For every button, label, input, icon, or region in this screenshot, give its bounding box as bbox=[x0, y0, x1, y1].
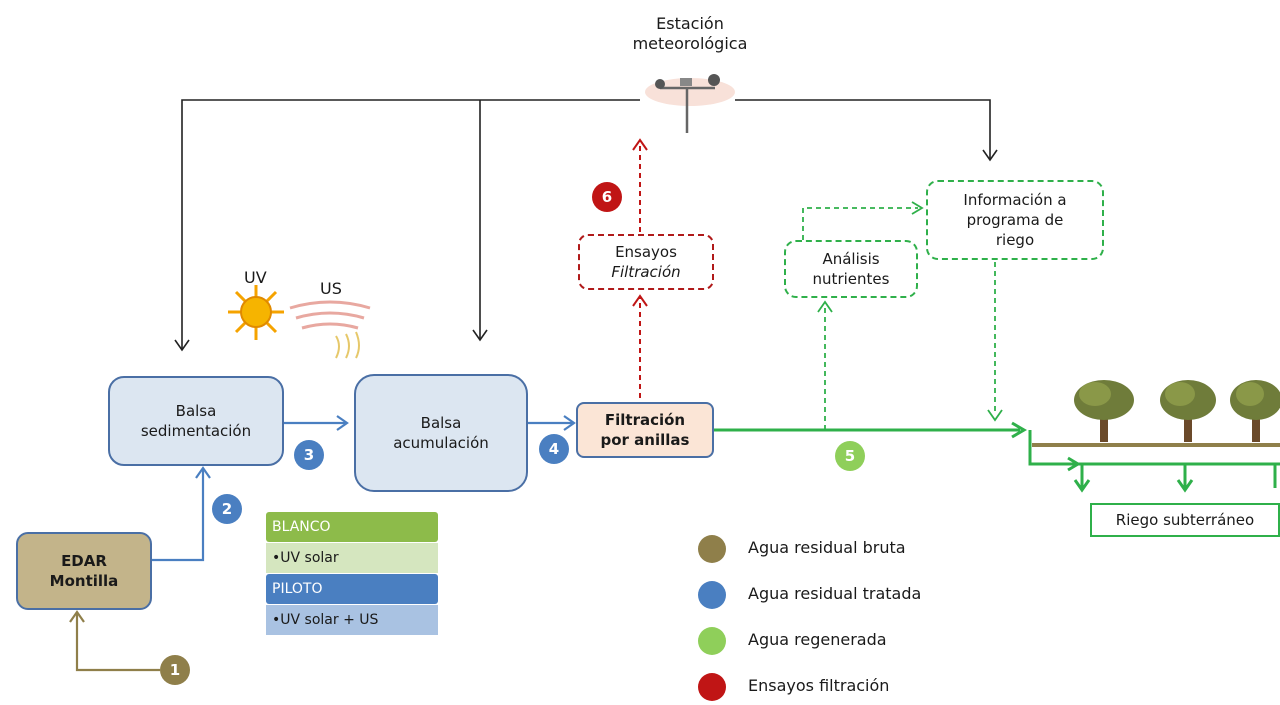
treated-water-lines bbox=[152, 415, 576, 562]
us-label: US bbox=[320, 279, 342, 298]
blanco-sub-bar: •UV solar bbox=[266, 543, 438, 573]
green-arrowhead-analisis bbox=[817, 300, 833, 313]
piloto-bar: PILOTO bbox=[266, 574, 438, 604]
informacion-riego-box: Información a programa de riego bbox=[926, 180, 1104, 260]
ensayos-line1: Ensayos bbox=[615, 243, 677, 261]
ensayos-filtracion-box: Ensayos Filtración bbox=[578, 234, 714, 290]
sedimentacion-line1: Balsa bbox=[175, 402, 217, 420]
arrowhead-sedimentacion bbox=[174, 339, 190, 352]
raw-water-line bbox=[69, 610, 160, 672]
filtracion-anillas-box: Filtración por anillas bbox=[576, 402, 714, 458]
edar-line1: EDAR bbox=[61, 552, 107, 570]
blanco-bar: BLANCO bbox=[266, 512, 438, 542]
badge-2: 2 bbox=[212, 494, 242, 524]
weather-station-line2: meteorológica bbox=[632, 34, 748, 53]
ultrasound-icon bbox=[289, 300, 371, 359]
uv-label: UV bbox=[244, 268, 267, 287]
legend-label-bruta: Agua residual bruta bbox=[748, 538, 906, 557]
acumulacion-line1: Balsa bbox=[420, 414, 462, 432]
reclaimed-water-lines bbox=[714, 421, 1280, 493]
feed-line-right bbox=[735, 99, 991, 160]
tree-1 bbox=[1074, 380, 1134, 442]
analisis-line1: Análisis bbox=[822, 250, 880, 268]
balsa-acumulacion-box: Balsa acumulación bbox=[354, 374, 528, 492]
green-arrowhead-informacion bbox=[911, 201, 924, 215]
legend-label-regenerada: Agua regenerada bbox=[748, 630, 887, 649]
olive-trees-icon bbox=[1074, 380, 1280, 442]
feed-line-left bbox=[181, 99, 640, 350]
red-arrowhead-ensayos bbox=[632, 294, 648, 307]
legend-dot-tratada bbox=[698, 581, 726, 609]
analisis-nutrientes-box: Análisis nutrientes bbox=[784, 240, 918, 298]
piloto-sub-bar: •UV solar + US bbox=[266, 605, 438, 635]
weather-station-label: Estación meteorológica bbox=[620, 10, 760, 58]
balsa-sedimentacion-box: Balsa sedimentación bbox=[108, 376, 284, 466]
weather-station-line1: Estación bbox=[656, 14, 724, 33]
badge-3: 3 bbox=[294, 440, 324, 470]
informacion-line3: riego bbox=[995, 231, 1035, 249]
color-legend: Agua residual bruta Agua residual tratad… bbox=[698, 535, 998, 705]
arrowhead-informacion bbox=[982, 149, 998, 162]
badge-6: 6 bbox=[592, 182, 622, 212]
red-arrowhead-station bbox=[632, 138, 648, 151]
weather-feed-lines bbox=[174, 99, 998, 352]
badge-4: 4 bbox=[539, 434, 569, 464]
green-arrowhead-riego bbox=[987, 409, 1003, 422]
riego-subterraneo-box: Riego subterráneo bbox=[1090, 503, 1280, 537]
filtracion-line1: Filtración bbox=[604, 411, 686, 429]
edar-line2: Montilla bbox=[49, 572, 119, 590]
informacion-line1: Información a bbox=[963, 191, 1067, 209]
legend-dot-ensayos bbox=[698, 673, 726, 701]
acumulacion-line2: acumulación bbox=[393, 434, 489, 452]
legend-label-ensayos: Ensayos filtración bbox=[748, 676, 890, 695]
tree-2 bbox=[1160, 380, 1216, 442]
line-edar-to-sedimentacion bbox=[152, 470, 205, 562]
analisis-line2: nutrientes bbox=[812, 270, 890, 288]
legend-dot-bruta bbox=[698, 535, 726, 563]
badge-1: 1 bbox=[160, 655, 190, 685]
tree-3 bbox=[1230, 380, 1280, 442]
legend-dot-regenerada bbox=[698, 627, 726, 655]
weather-station-icon bbox=[645, 74, 735, 133]
badge-5: 5 bbox=[835, 441, 865, 471]
ensayos-line2: Filtración bbox=[611, 263, 681, 281]
analysis-lines bbox=[802, 207, 996, 430]
sun-icon bbox=[228, 285, 284, 340]
sedimentacion-line2: sedimentación bbox=[140, 422, 252, 440]
legend-label-tratada: Agua residual tratada bbox=[748, 584, 922, 603]
edar-montilla-box: EDAR Montilla bbox=[16, 532, 152, 610]
arrowhead-acumulacion bbox=[472, 329, 488, 342]
informacion-line2: programa de bbox=[966, 211, 1064, 229]
filtracion-line2: por anillas bbox=[600, 431, 690, 449]
